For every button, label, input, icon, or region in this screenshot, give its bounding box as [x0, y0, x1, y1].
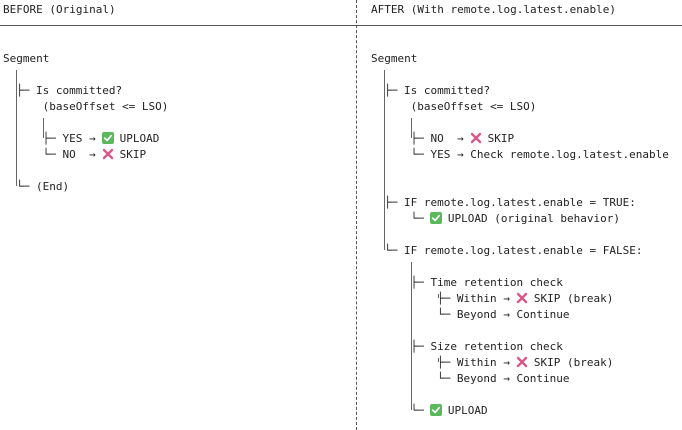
cross-icon	[516, 356, 528, 368]
after-false-connector	[411, 262, 412, 410]
branch-prefix: ├─ Within →	[437, 356, 510, 369]
after-tree-line: └─ UPLOAD	[411, 404, 488, 418]
branch-text: ├─ Is committed?	[16, 84, 123, 97]
after-header: AFTER (With remote.log.latest.enable)	[371, 3, 617, 16]
branch-text: SKIP (break)	[533, 292, 614, 305]
branch-text: UPLOAD (original behavior)	[447, 212, 621, 225]
after-tree-line: ├─ Within → SKIP (break)	[437, 356, 613, 370]
branch-text: UPLOAD	[119, 132, 160, 145]
branch-prefix: ├─ YES →	[42, 132, 96, 145]
after-tree-line: (baseOffset <= LSO)	[411, 100, 537, 114]
after-tree-line: └─ YES → Check remote.log.latest.enable	[411, 148, 669, 162]
branch-text: └─ YES → Check remote.log.latest.enable	[410, 148, 669, 161]
before-trunk-connector	[16, 70, 17, 186]
after-tree-line: ├─ IF remote.log.latest.enable = TRUE:	[384, 196, 636, 210]
branch-text: SKIP	[487, 132, 515, 145]
after-time-connector	[438, 294, 439, 298]
branch-text: ├─ IF remote.log.latest.enable = TRUE:	[384, 196, 636, 209]
branch-text: └─ Beyond → Continue	[437, 372, 570, 385]
branch-prefix: └─	[410, 404, 424, 417]
cross-icon	[102, 148, 114, 160]
branch-text: ├─ Is committed?	[384, 84, 491, 97]
panel-divider	[356, 0, 357, 430]
check-icon	[429, 212, 442, 224]
branch-text: SKIP (break)	[533, 356, 614, 369]
before-tree-line: └─ (End)	[16, 180, 69, 194]
before-branch-connector	[43, 118, 44, 138]
after-tree-line: └─ Beyond → Continue	[437, 308, 569, 322]
after-tree-line: └─ IF remote.log.latest.enable = FALSE:	[384, 244, 642, 258]
branch-prefix: ├─ Within →	[437, 292, 510, 305]
branch-prefix: ├─ NO →	[410, 132, 464, 145]
after-tree-line: └─ Beyond → Continue	[437, 372, 569, 386]
before-tree-line: (baseOffset <= LSO)	[43, 100, 169, 114]
branch-prefix: └─ NO →	[42, 148, 96, 161]
check-icon	[101, 132, 114, 144]
after-tree-line: ├─ Time retention check	[411, 276, 563, 290]
after-tree-line: ├─ Size retention check	[411, 340, 563, 354]
branch-text: (baseOffset <= LSO)	[42, 100, 169, 113]
header-rule	[0, 25, 682, 26]
check-icon	[429, 404, 442, 416]
branch-text: └─ (End)	[16, 180, 70, 193]
before-tree-line: ├─ Is committed?	[16, 84, 122, 98]
after-tree-line: ├─ Within → SKIP (break)	[437, 292, 613, 306]
after-tree-line: └─ UPLOAD (original behavior)	[411, 212, 620, 226]
branch-text: (baseOffset <= LSO)	[410, 100, 537, 113]
after-committed-connector	[411, 118, 412, 138]
after-tree-line: ├─ Is committed?	[384, 84, 490, 98]
branch-text: ├─ Size retention check	[410, 340, 563, 353]
branch-prefix: └─	[410, 212, 424, 225]
after-trunk-connector	[384, 70, 385, 250]
branch-text: └─ IF remote.log.latest.enable = FALSE:	[384, 244, 643, 257]
branch-text: └─ Beyond → Continue	[437, 308, 570, 321]
branch-text: ├─ Time retention check	[410, 276, 563, 289]
cross-icon	[470, 132, 482, 144]
before-root-label: Segment	[3, 52, 50, 65]
before-header: BEFORE (Original)	[3, 3, 116, 16]
branch-text: UPLOAD	[447, 404, 488, 417]
before-tree-line: └─ NO → SKIP	[43, 148, 146, 162]
cross-icon	[516, 292, 528, 304]
after-size-connector	[438, 358, 439, 362]
after-tree-line: ├─ NO → SKIP	[411, 132, 514, 146]
before-tree-line: ├─ YES → UPLOAD	[42, 132, 160, 146]
after-root-label: Segment	[371, 52, 418, 65]
branch-text: SKIP	[119, 148, 147, 161]
